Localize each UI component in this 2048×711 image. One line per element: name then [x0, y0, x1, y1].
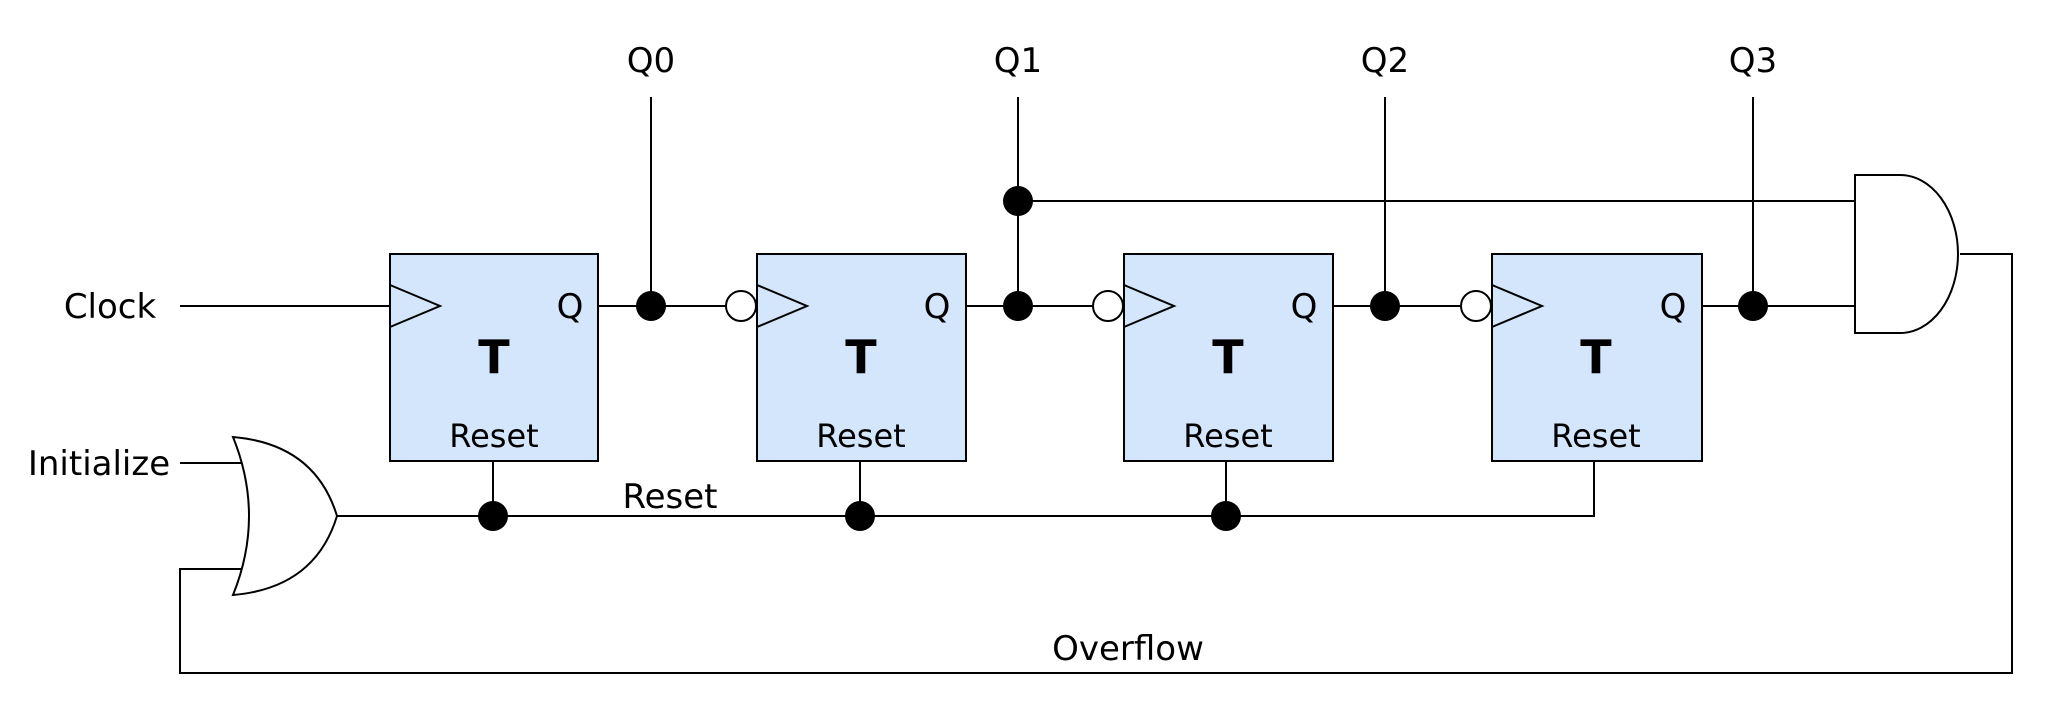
flip-flop-1: Q T Reset: [389, 253, 599, 462]
q1-junction-dot: [1003, 291, 1033, 321]
flip-flop-4-q-label: Q: [1660, 287, 1687, 327]
flip-flop-4-type-label: T: [1580, 330, 1612, 384]
flip-flop-3-clock-bubble: [1092, 290, 1124, 322]
reset-junction-dot-1: [478, 501, 508, 531]
flip-flop-4-clock-bubble: [1460, 290, 1492, 322]
flip-flop-2: Q T Reset: [756, 253, 967, 462]
flip-flop-1-type-label: T: [478, 330, 510, 384]
reset-junction-dot-2: [845, 501, 875, 531]
flip-flop-4-clock-triangle: [1491, 284, 1545, 328]
q0-junction-dot: [636, 291, 666, 321]
flip-flop-1-clock-triangle: [389, 284, 443, 328]
flip-flop-4: Q T Reset: [1491, 253, 1703, 462]
flip-flop-3-type-label: T: [1212, 330, 1244, 384]
flip-flop-2-clock-triangle: [756, 284, 810, 328]
clock-input-label: Clock: [64, 287, 157, 327]
reset-net-label: Reset: [623, 477, 718, 517]
flip-flop-4-body: [1491, 253, 1703, 462]
q3-output-label: Q3: [1729, 41, 1777, 81]
and-gate: [1854, 174, 1959, 334]
flip-flop-2-q-label: Q: [924, 287, 951, 327]
q2-junction-dot: [1370, 291, 1400, 321]
flip-flop-3-body: [1123, 253, 1334, 462]
q3-junction-dot: [1738, 291, 1768, 321]
q2-output-label: Q2: [1361, 41, 1409, 81]
junctions: [478, 186, 1768, 531]
reset-bus-wire: [337, 461, 1595, 517]
flip-flop-3-reset-label: Reset: [1183, 417, 1272, 455]
q1-output-label: Q1: [994, 41, 1042, 81]
flip-flop-1-body: [389, 253, 599, 462]
flip-flop-2-reset-label: Reset: [816, 417, 905, 455]
flip-flop-4-reset-label: Reset: [1551, 417, 1640, 455]
initialize-input-label: Initialize: [28, 444, 170, 484]
flip-flop-2-body: [756, 253, 967, 462]
reset-junction-dot-3: [1211, 501, 1241, 531]
flip-flop-2-clock-bubble: [725, 290, 757, 322]
flip-flop-2-type-label: T: [845, 330, 877, 384]
overflow-net-label: Overflow: [1052, 629, 1204, 669]
q1-and-junction-dot: [1003, 186, 1033, 216]
flip-flop-3-q-label: Q: [1291, 287, 1318, 327]
q0-output-label: Q0: [627, 41, 675, 81]
flip-flop-1-reset-label: Reset: [449, 417, 538, 455]
overflow-wire: [179, 253, 2013, 674]
flip-flop-3-clock-triangle: [1123, 284, 1177, 328]
or-gate: [231, 435, 339, 597]
flip-flop-1-q-label: Q: [557, 287, 584, 327]
flip-flop-3: Q T Reset: [1123, 253, 1334, 462]
